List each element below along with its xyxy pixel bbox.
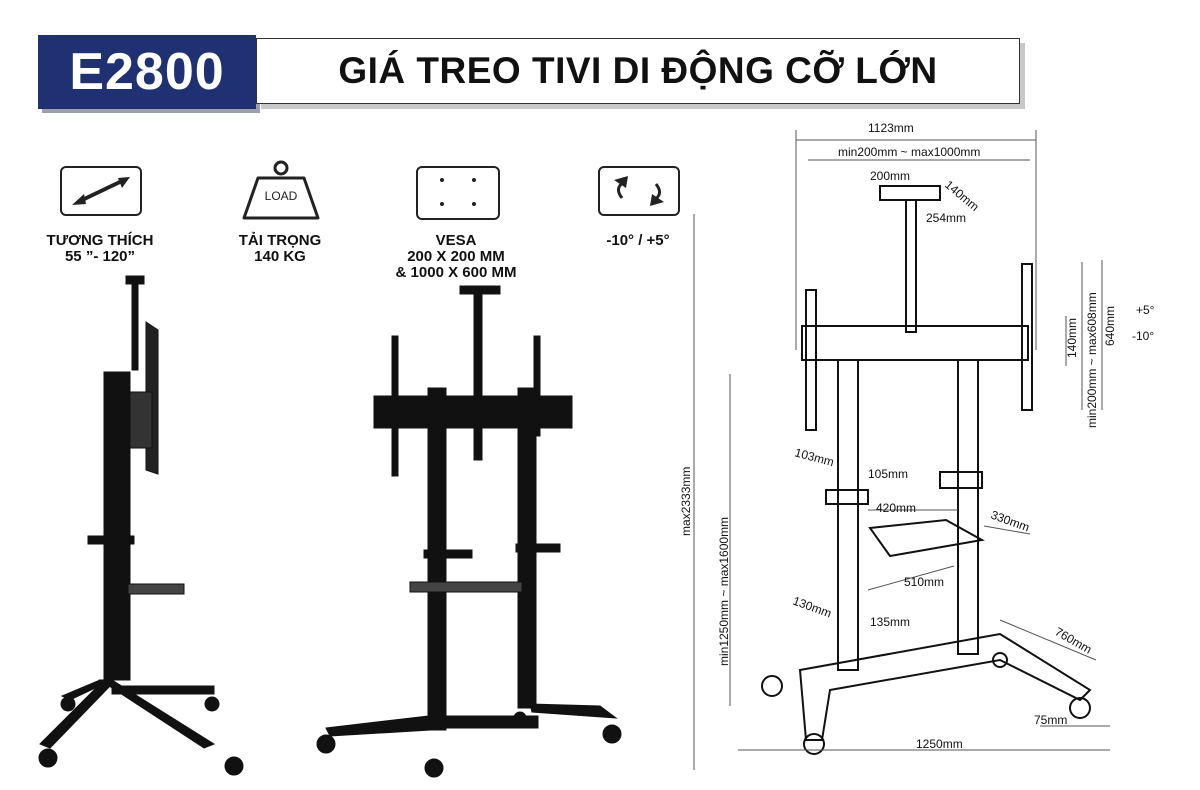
dim-base-depth: 760mm: [1053, 624, 1095, 656]
dim-tilt-up: +5°: [1136, 303, 1155, 317]
dim-shelf-depth: 420mm: [876, 501, 916, 515]
model-number: E2800: [69, 43, 225, 101]
stand-front-view: [316, 285, 622, 778]
model-badge: E2800: [38, 35, 256, 109]
feature-tilt: -10° / +5°: [558, 233, 718, 249]
feature-load: TẢI TRỌNG 140 KG: [200, 233, 360, 265]
size-arrow-icon: [60, 166, 142, 216]
feature-load-title: TẢI TRỌNG: [238, 232, 322, 249]
feature-vesa-value-2: & 1000 X 600 MM: [395, 264, 517, 281]
dim-plate-depth: 140mm: [942, 178, 982, 214]
product-title: GIÁ TREO TIVI DI ĐỘNG CỠ LỚN: [338, 50, 938, 91]
title-box: GIÁ TREO TIVI DI ĐỘNG CỠ LỚN: [256, 38, 1020, 104]
dim-height-140: 140mm: [1065, 318, 1079, 358]
dim-max-height: max2333mm: [679, 467, 693, 536]
dim-caster: 75mm: [1034, 713, 1067, 727]
dim-plate-length: 254mm: [926, 211, 966, 225]
dim-base-width: 1250mm: [916, 737, 963, 751]
feature-compat-title: TƯƠNG THÍCH: [46, 232, 154, 249]
vesa-plate-icon: [416, 166, 500, 220]
dimension-lines: [693, 130, 1110, 770]
dim-bar-height-range: min1250mm ~ max1600mm: [717, 517, 731, 666]
load-weight-icon: LOAD: [238, 158, 324, 222]
dim-bar-range: min200mm ~ max1000mm: [838, 145, 980, 159]
feature-vesa: VESA 200 X 200 MM & 1000 X 600 MM: [376, 233, 536, 281]
stand-technical-drawing: [761, 185, 1092, 755]
tilt-rotate-icon: [598, 166, 680, 216]
load-icon-text: LOAD: [264, 189, 298, 203]
feature-load-value: 140 KG: [254, 248, 306, 265]
feature-compat-value: 55 ”- 120”: [64, 248, 136, 265]
dim-col-a: 103mm: [793, 445, 835, 469]
dim-col-d: 135mm: [870, 615, 910, 629]
dim-plate-width: 200mm: [870, 169, 910, 183]
dim-height-640: 640mm: [1103, 306, 1117, 346]
feature-vesa-title: VESA: [435, 232, 477, 249]
dim-tilt-down: -10°: [1132, 329, 1154, 343]
stand-side-view: [38, 275, 244, 776]
feature-tilt-value: -10° / +5°: [606, 232, 670, 249]
feature-vesa-value-1: 200 X 200 MM: [407, 248, 505, 265]
dim-shelf-width: 510mm: [904, 575, 944, 589]
dim-col-b: 105mm: [868, 467, 908, 481]
dim-vertical-range: min200mm ~ max608mm: [1085, 292, 1099, 428]
dim-top-width: 1123mm: [868, 121, 914, 135]
feature-compat: TƯƠNG THÍCH 55 ”- 120”: [20, 233, 180, 265]
dim-col-c: 130mm: [791, 594, 833, 621]
